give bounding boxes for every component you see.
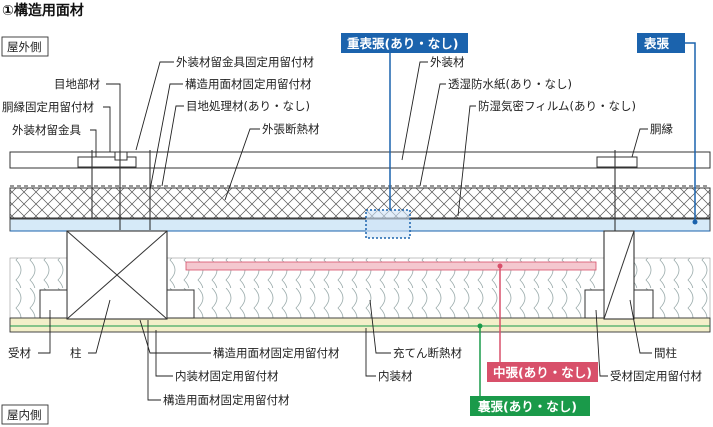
stud-diagonal [603, 230, 635, 320]
outside-label: 屋外側 [7, 40, 42, 54]
structural-panel [9, 218, 711, 232]
label-cladding-bracket: 外装材留金具 [12, 123, 81, 137]
post-diagonal-2 [66, 230, 168, 320]
surface-leader-dot [692, 219, 698, 225]
label-fill-insulation: 充てん断熱材 [393, 346, 462, 360]
back-badge-box [470, 396, 590, 416]
middle-panel-strip [185, 261, 597, 271]
label-post: 柱 [70, 346, 82, 360]
label-receiver-fastener: 受材固定用留付材 [610, 369, 702, 383]
middle-badge-box [487, 362, 598, 382]
label-panel-fastener-mid: 構造用面材固定用留付材 [213, 346, 340, 360]
leader-interior [365, 328, 376, 377]
cladding-layer [9, 151, 711, 169]
leader-panel-fastener-mid [139, 319, 211, 354]
leader-furring-fastener [103, 106, 111, 152]
label-receiver: 受材 [8, 346, 31, 360]
inside-label-box [1, 404, 49, 425]
leader-post [88, 299, 111, 354]
overlay-badge: 重表張(あり・なし) [347, 36, 458, 51]
joint-member-right [596, 156, 638, 168]
diagram-title: ①構造用面材 [2, 2, 84, 19]
label-panel-fastener-top: 構造用面材固定用留付材 [185, 77, 312, 91]
label-interior-fastener: 内装材固定用留付材 [175, 369, 279, 383]
leader-panel-fastener-top [149, 83, 183, 191]
joint-treatment [114, 151, 128, 161]
leader-furring [631, 128, 648, 158]
label-interior: 内装材 [378, 369, 413, 383]
leader-receiver [38, 310, 51, 354]
leader-panel-fastener-bottom [147, 320, 161, 401]
leader-stud [629, 299, 652, 354]
leader-bracket-fastener [135, 61, 174, 151]
label-bracket-fastener: 外装材留金具固定用留付材 [176, 55, 314, 69]
label-furring: 胴縁 [650, 122, 673, 136]
label-breather: 透湿防水紙(あり・なし) [448, 77, 572, 91]
outside-label-box [1, 36, 49, 57]
label-stud: 間柱 [654, 346, 677, 360]
label-furring-fastener: 胴縁固定用留付材 [2, 100, 94, 114]
surface-leader [685, 42, 696, 220]
label-vapor-film: 防湿気密フィルム(あり・なし) [478, 99, 636, 113]
leader-interior-fastener [155, 330, 173, 377]
joint-member-left [77, 156, 137, 168]
inside-label: 屋内側 [7, 408, 42, 422]
stud-receiver-right [633, 289, 654, 319]
leader-fill-insulation [369, 299, 391, 354]
interior-finish [9, 317, 711, 333]
middle-badge: 中張(あり・なし) [493, 365, 592, 380]
overlay-panel-zone [365, 209, 411, 239]
back-badge: 裏張(あり・なし) [477, 399, 577, 414]
label-joint-member: 目地部材 [54, 77, 100, 91]
stud-receiver-left [584, 289, 605, 319]
exterior-insulation [9, 187, 711, 219]
label-panel-fastener-bottom: 構造用面材固定用留付材 [163, 393, 290, 407]
receiver-right [166, 289, 195, 319]
label-joint-treatment: 目地処理材(あり・なし) [186, 99, 310, 113]
leader-cladding [401, 61, 428, 161]
leader-cladding-bracket [90, 129, 97, 157]
label-cladding: 外装材 [430, 55, 465, 69]
leader-breather [419, 83, 446, 187]
receiver-left [39, 289, 68, 319]
leader-vapor-film [457, 105, 476, 217]
back-leader-dot [477, 323, 483, 329]
leader-ext-insulation [224, 128, 260, 201]
surface-badge: 表張 [643, 36, 670, 51]
middle-leader-dot [497, 263, 503, 269]
leader-joint-treatment [161, 105, 184, 187]
label-ext-insulation: 外張断熱材 [262, 122, 320, 136]
leader-receiver-fastener [595, 309, 608, 377]
leader-joint-member [106, 83, 121, 150]
surface-badge-box [637, 33, 685, 53]
overlay-badge-box [341, 33, 468, 53]
